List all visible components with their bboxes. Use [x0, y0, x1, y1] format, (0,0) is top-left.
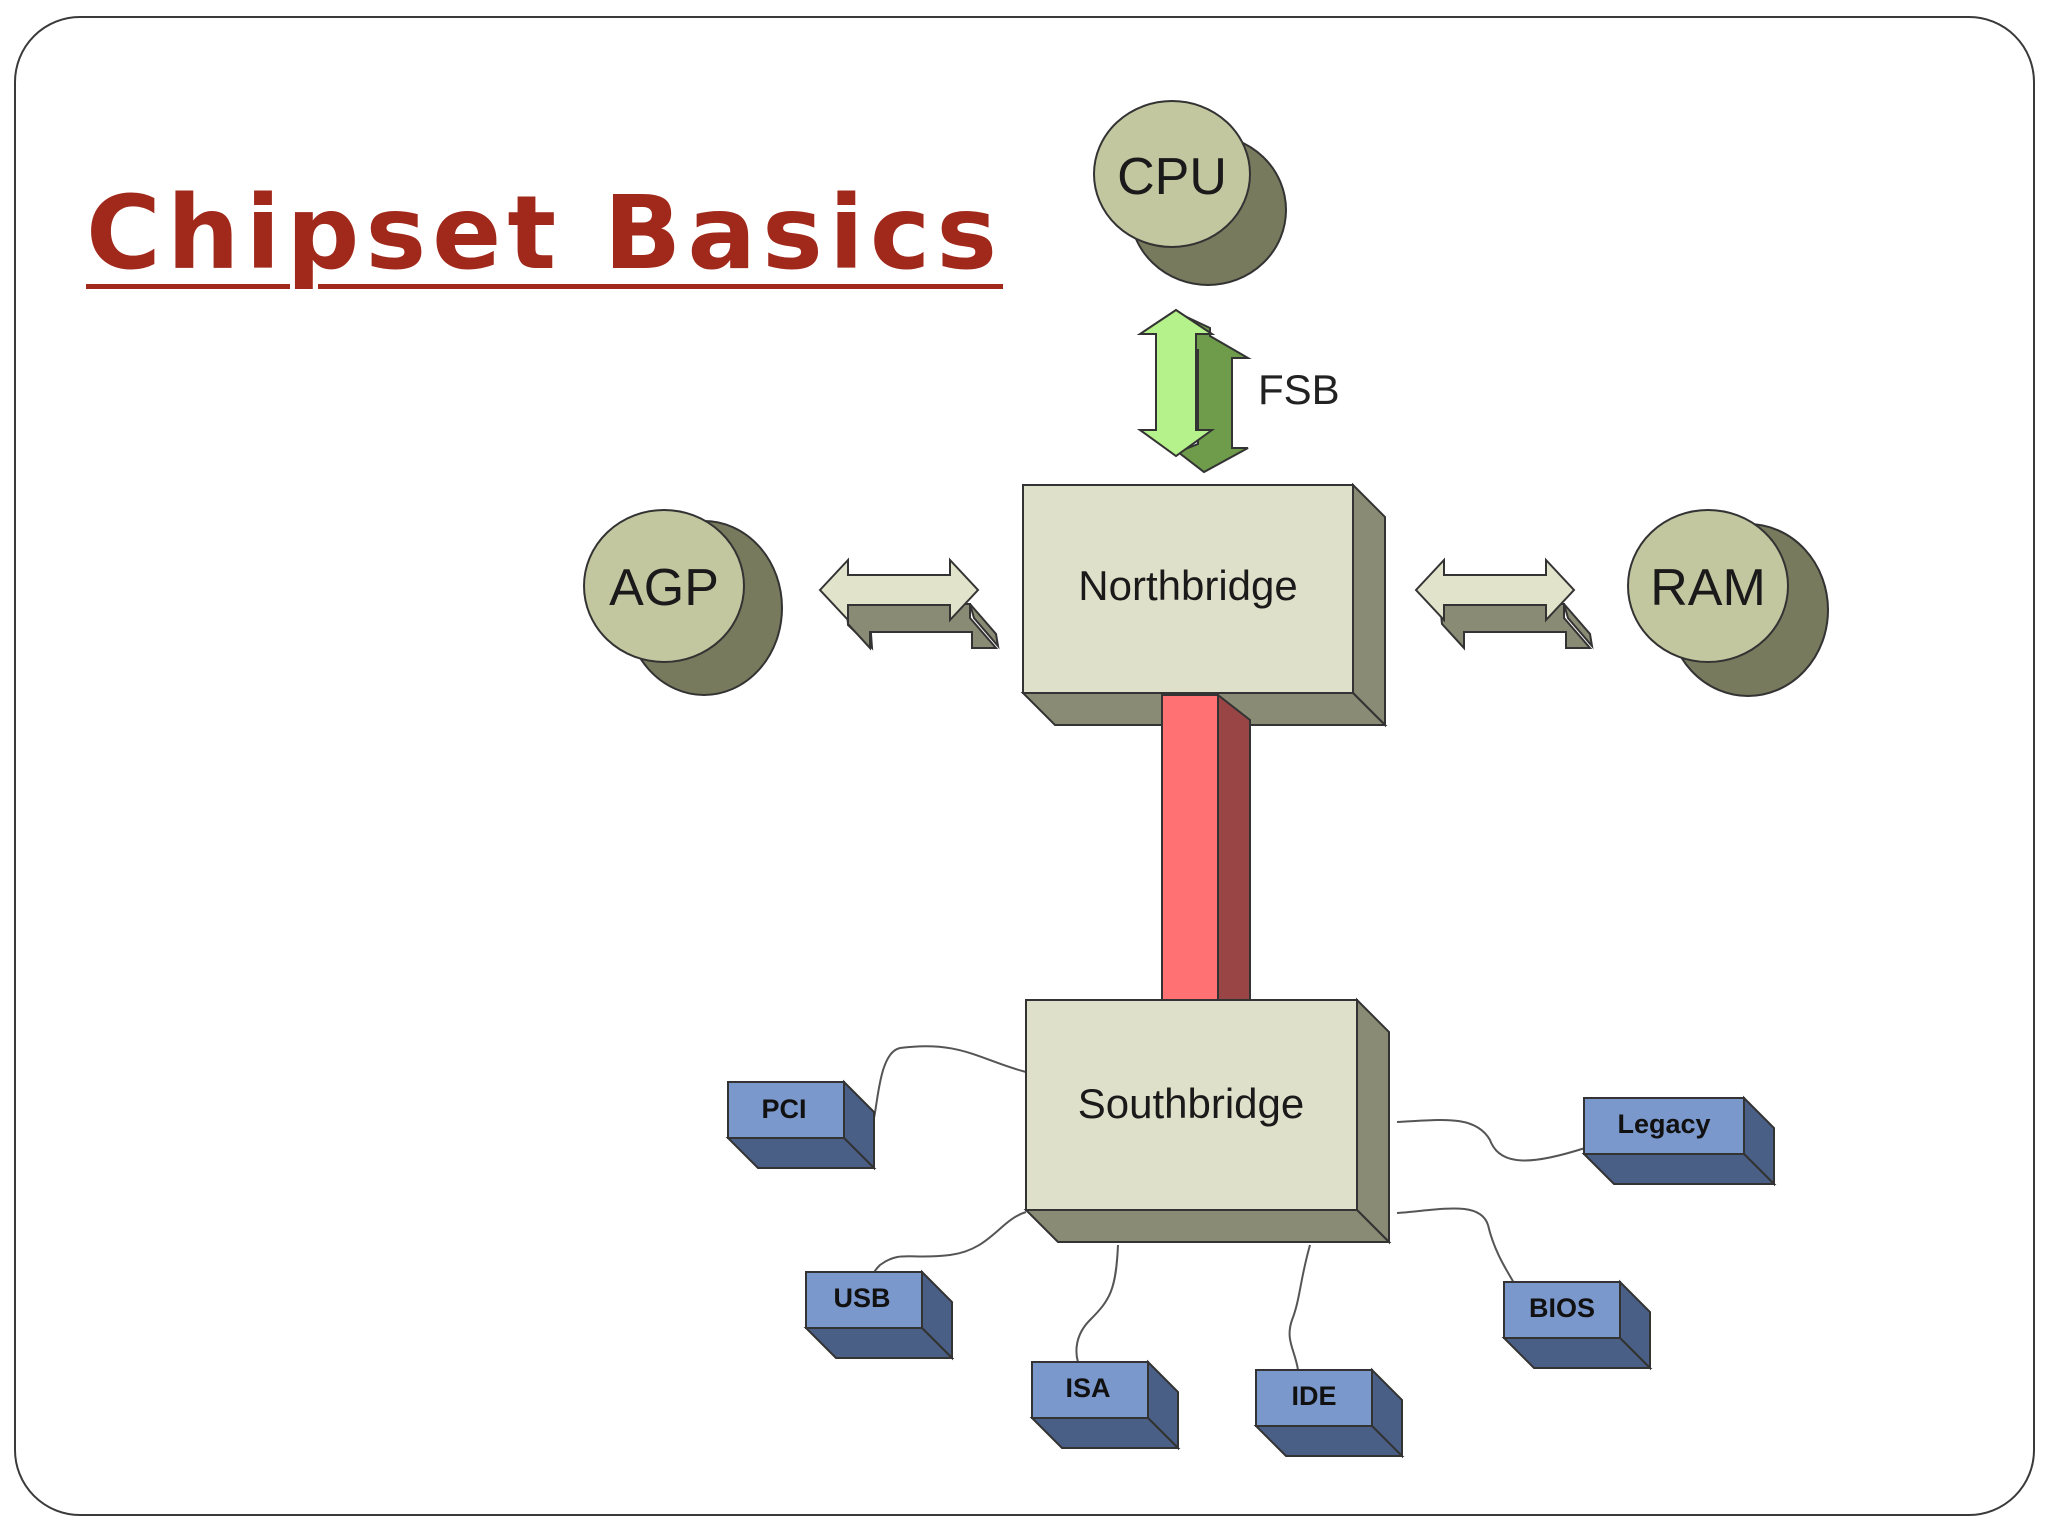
southbridge-chip: Southbridge	[1023, 997, 1392, 1245]
isa-block: ISA	[1029, 1359, 1181, 1451]
cpu-label: CPU	[1117, 148, 1227, 206]
hub-link-bar	[1161, 692, 1251, 1001]
pci-block: PCI	[725, 1079, 877, 1171]
bios-block: BIOS	[1501, 1279, 1653, 1371]
slide-frame: Chipset Basics	[14, 16, 2035, 1516]
agp-label: AGP	[609, 559, 719, 617]
cpu-node: CPU	[1093, 100, 1287, 286]
agp-node: AGP	[583, 509, 783, 696]
legacy-block: Legacy	[1581, 1095, 1777, 1187]
isa-label: ISA	[1065, 1373, 1110, 1403]
ram-label: RAM	[1650, 559, 1766, 617]
agp-northbridge-arrow	[818, 557, 1000, 651]
usb-block: USB	[803, 1269, 955, 1361]
northbridge-ram-arrow	[1414, 557, 1594, 651]
usb-label: USB	[833, 1283, 890, 1313]
fsb-arrow	[1136, 308, 1252, 474]
northbridge-chip: Northbridge	[1020, 482, 1388, 728]
slide-title: Chipset Basics	[86, 174, 1004, 293]
southbridge-label: Southbridge	[1078, 1080, 1305, 1127]
bios-label: BIOS	[1529, 1293, 1595, 1323]
pci-label: PCI	[761, 1094, 806, 1124]
legacy-label: Legacy	[1617, 1109, 1710, 1139]
ide-block: IDE	[1253, 1367, 1405, 1459]
ram-node: RAM	[1627, 509, 1829, 697]
northbridge-label: Northbridge	[1078, 562, 1297, 609]
fsb-label: FSB	[1258, 366, 1340, 413]
ide-label: IDE	[1291, 1381, 1336, 1411]
